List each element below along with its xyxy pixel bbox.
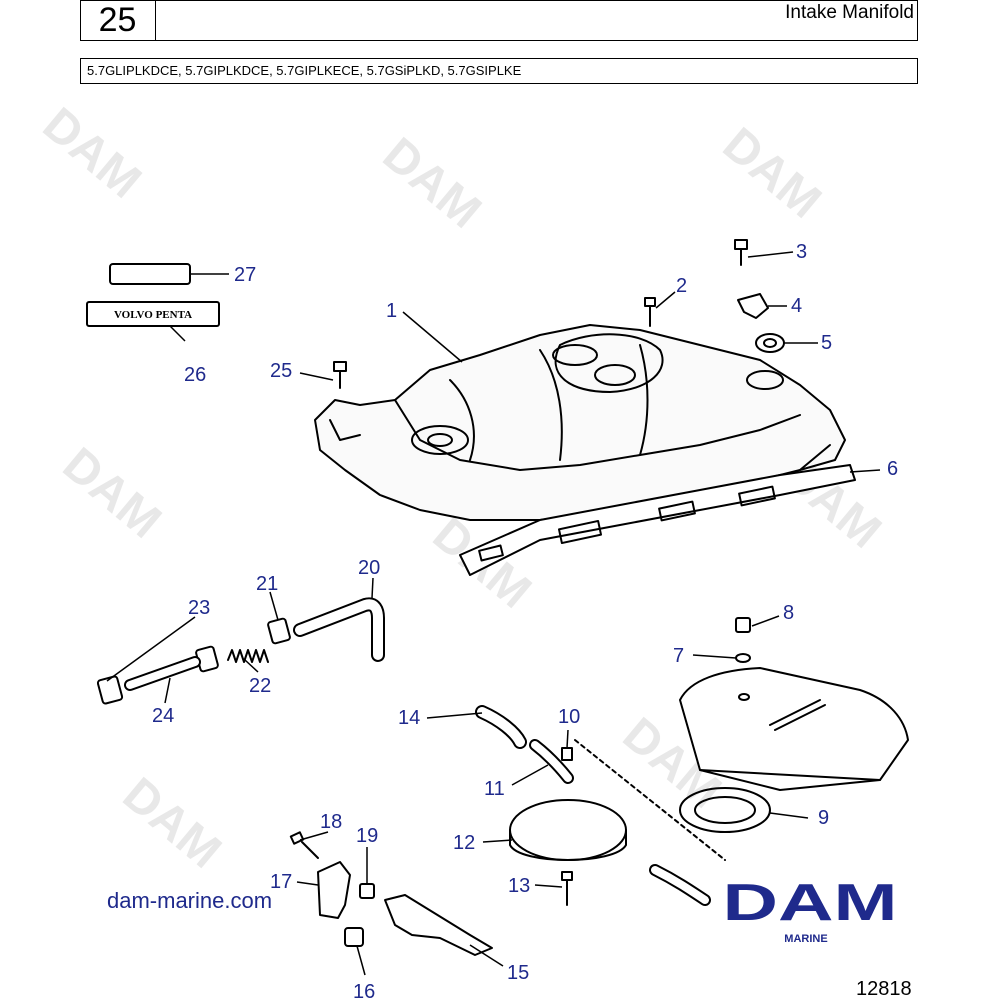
bolt-25 [333,361,347,389]
bolt-13 [561,871,573,906]
decal-text: VOLVO PENTA [114,309,192,321]
callout-13: 13 [508,875,530,897]
dashed-guide-line [574,739,726,861]
callout-5: 5 [821,332,832,354]
page-title: Intake Manifold [785,2,914,23]
nut-19 [359,883,375,899]
model-list: 5.7GLIPLKDCE, 5.7GIPLKDCE, 5.7GIPLKECE, … [80,58,918,84]
bracket-15 [384,894,493,956]
callout-27: 27 [234,264,256,286]
callout-11: 11 [484,778,505,800]
bolt-2 [644,297,656,327]
callout-23: 23 [188,597,210,619]
callout-numbers: 1 2 3 4 5 6 7 8 9 10 11 12 13 14 15 16 1… [152,241,898,1000]
page-number: 25 [80,0,156,41]
plate-12 [509,799,627,861]
callout-25: 25 [270,360,292,382]
callout-12: 12 [453,832,475,854]
callout-10: 10 [558,706,580,728]
washer-7 [735,653,751,663]
gasket-ring-9 [679,787,771,833]
callout-14: 14 [398,707,420,729]
callout-20: 20 [358,557,380,579]
website-link[interactable]: dam-marine.com [107,888,273,913]
dam-marine-logo: DAM MARINE [723,874,898,945]
nut-16 [344,927,364,947]
callout-17: 17 [270,871,292,893]
callout-26: 26 [184,364,206,386]
volvo-penta-decal [86,301,220,327]
bolt-3 [734,239,748,266]
bolt-18 [289,831,319,859]
bracket-4 [737,293,769,319]
leader-lines [106,251,881,976]
spring-22 [227,649,269,663]
dam-logo-wordmark: DAM [723,874,898,932]
clamp-24-end [96,675,124,705]
watermark: DAM [713,118,831,229]
nut-8 [735,617,751,633]
callout-3: 3 [796,241,807,263]
figure-number: 12818 [856,978,912,1000]
callout-19: 19 [356,825,378,847]
watermark: DAM [113,768,231,879]
watermark: DAM [33,98,151,209]
callout-24: 24 [152,705,174,727]
dam-logo-marine: MARINE [784,933,827,945]
callout-6: 6 [887,458,898,480]
callout-8: 8 [783,602,794,624]
flame-arrestor-cover [679,667,909,791]
fitting-10 [561,747,573,761]
callout-22: 22 [249,675,271,697]
callout-1: 1 [386,300,397,322]
watermark: DAM [373,128,491,239]
callout-15: 15 [507,962,529,984]
manifold-gasket [459,464,856,576]
intake-manifold [314,324,846,521]
callout-4: 4 [791,295,802,317]
callout-21: 21 [256,573,278,595]
washer-5 [755,333,785,353]
callout-16: 16 [353,981,375,1000]
callout-9: 9 [818,807,829,829]
callout-7: 7 [673,645,684,667]
callout-2: 2 [676,275,687,297]
header-frame [80,0,918,41]
blank-label-27 [109,263,191,285]
bracket-17 [317,861,351,919]
watermark: DAM [53,438,171,549]
clamp-21 [267,617,291,645]
callout-18: 18 [320,811,342,833]
